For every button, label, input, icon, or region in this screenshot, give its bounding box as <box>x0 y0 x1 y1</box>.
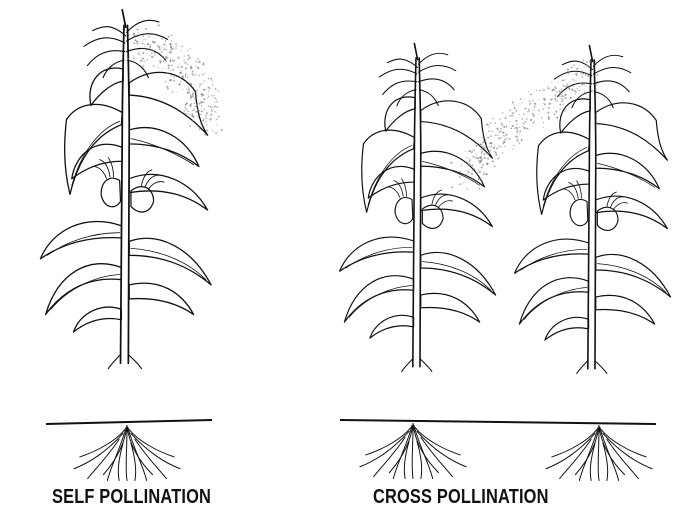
roots-self <box>74 425 180 480</box>
pollen-drift-self <box>127 24 223 135</box>
label-self-pollination: SELF POLLINATION <box>52 486 211 509</box>
ground-line-right <box>340 420 656 424</box>
label-cross-pollination: CROSS POLLINATION <box>373 486 549 509</box>
roots-cross-right <box>546 425 652 480</box>
corn-plant-cross-right <box>515 46 671 374</box>
roots-cross-left <box>360 423 466 478</box>
ground-line-left <box>46 420 212 424</box>
corn-plant-cross-left <box>340 44 496 372</box>
pollen-drift-cross <box>450 59 598 189</box>
corn-plant-self <box>40 10 211 369</box>
